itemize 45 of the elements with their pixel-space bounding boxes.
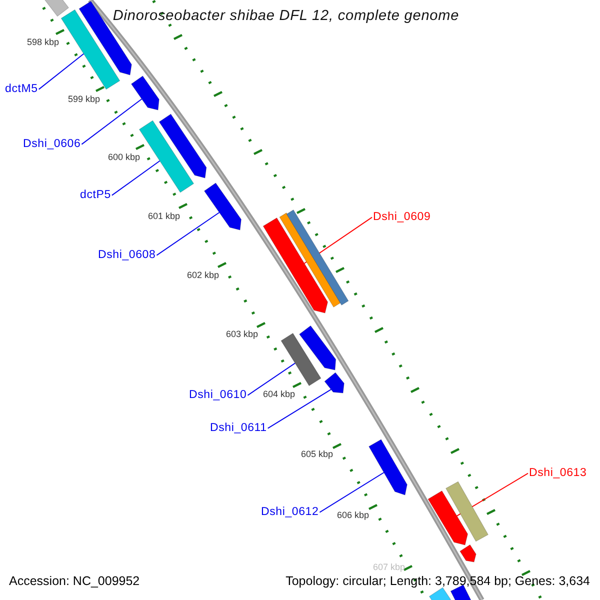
gene-feature <box>428 587 452 600</box>
tick-label: 599 kbp <box>68 95 100 105</box>
gene-feature <box>298 325 336 370</box>
tick-label: 598 kbp <box>27 38 60 48</box>
gene-feature <box>204 182 242 230</box>
gene-feature <box>446 481 488 542</box>
gene-feature <box>280 332 322 386</box>
gene-feature <box>460 544 476 562</box>
gene-feature <box>158 114 207 178</box>
leader-line <box>247 362 296 396</box>
title: Dinoroseobacter shibae DFL 12, complete genome <box>112 9 460 25</box>
tick-label: 600 kbp <box>108 153 140 163</box>
gene-feature <box>262 217 328 314</box>
leader-line <box>81 98 142 145</box>
tick-label: 607 kbp <box>373 563 406 573</box>
gene-label: Dshi_0613 <box>529 467 587 480</box>
gene-label: Dshi_0612 <box>261 506 319 519</box>
gene-feature <box>44 0 70 17</box>
gene-label: Dshi_0611 <box>210 422 267 435</box>
leader-line <box>38 53 84 90</box>
tick-label: 606 kbp <box>337 511 370 521</box>
tick-label: 603 kbp <box>226 330 258 340</box>
gene-feature <box>138 120 194 193</box>
footer-info: Accession: NC_009952 <box>9 575 140 589</box>
gene-feature <box>428 490 468 546</box>
gene-feature <box>286 209 349 306</box>
leader-line <box>156 212 220 256</box>
leader-line <box>267 388 332 429</box>
gene-label: dctM5 <box>5 83 38 96</box>
tick-label: 605 kbp <box>301 450 334 460</box>
gene-feature <box>324 372 344 394</box>
gene-label: Dshi_0610 <box>189 389 247 402</box>
leader-line <box>319 472 384 513</box>
gene-feature <box>368 439 408 496</box>
gene-feature <box>279 212 341 308</box>
footer-info: Topology: circular; Length: 3,789,584 bp; Genes: 3,634 <box>286 575 590 589</box>
gene-label: Dshi_0606 <box>23 138 81 151</box>
gene-feature <box>130 76 160 110</box>
leader-line <box>111 160 160 196</box>
gene-label: Dshi_0609 <box>373 211 431 224</box>
gene-label: Dshi_0608 <box>98 249 156 262</box>
tick-label: 602 kbp <box>187 271 220 281</box>
tick-label: 601 kbp <box>148 212 180 222</box>
tick-label: 604 kbp <box>263 390 296 400</box>
gene-label: dctP5 <box>80 189 111 202</box>
